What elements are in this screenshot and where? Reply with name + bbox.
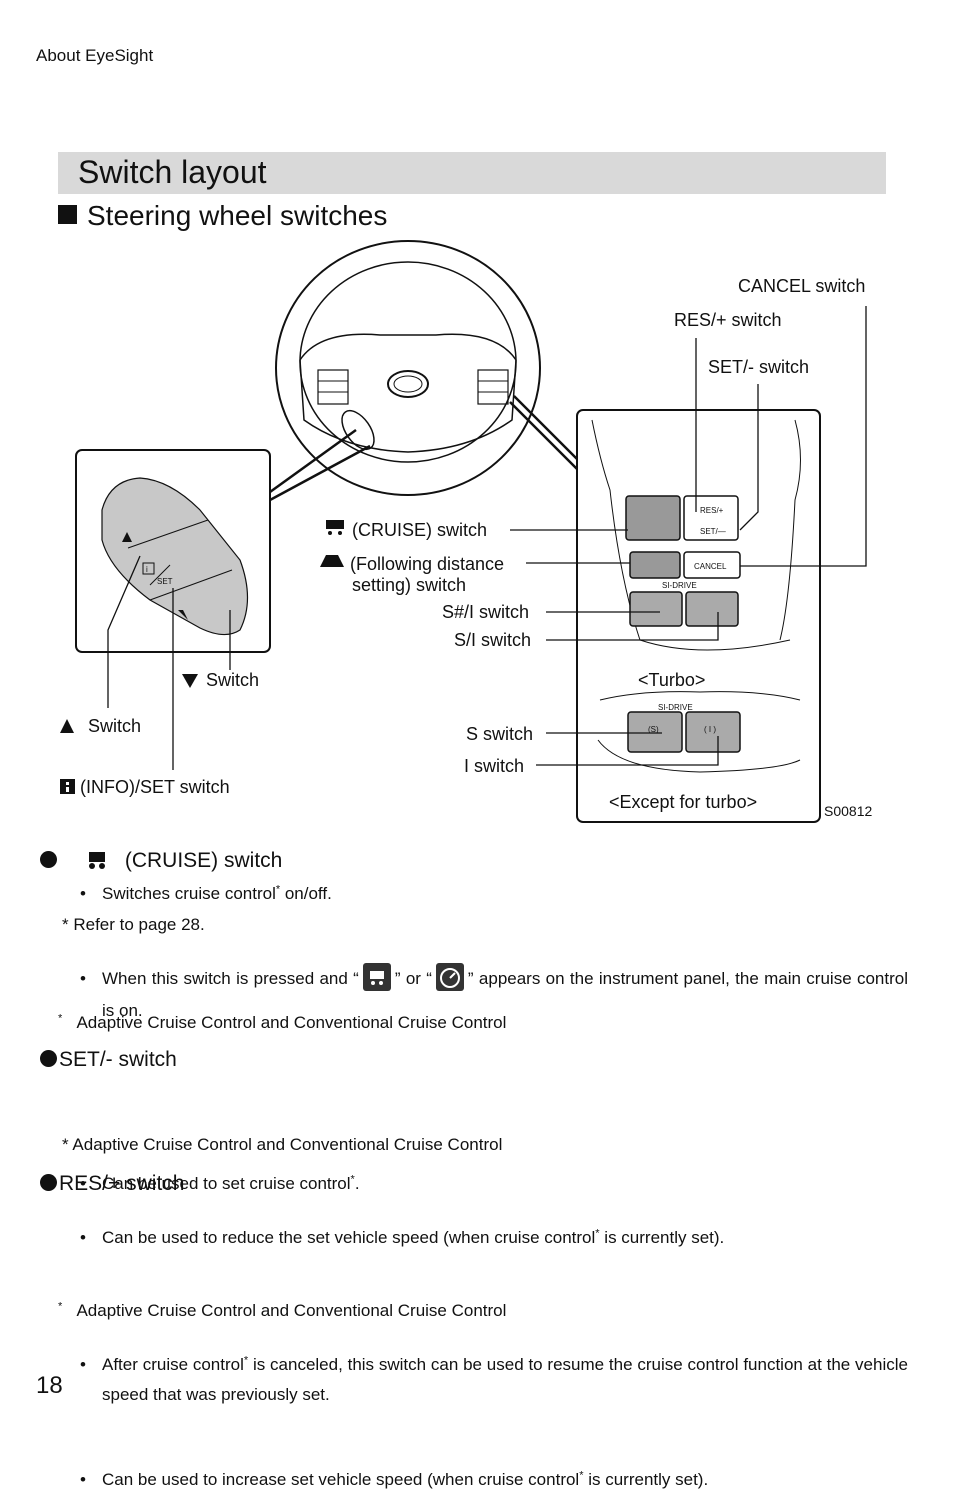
cruise-bullet-2: When this switch is pressed and “ ” or “”… bbox=[80, 963, 908, 1027]
cruise-gauge-icon bbox=[435, 963, 464, 991]
footnote-mark: * bbox=[58, 1300, 63, 1313]
res-button-label: RES/+ bbox=[700, 506, 724, 515]
set-switch-label: SET/- switch bbox=[708, 357, 809, 377]
res-heading: RES/+ switch bbox=[40, 1170, 184, 1198]
subsection-title: Steering wheel switches bbox=[58, 198, 387, 234]
set-small-label: SET bbox=[157, 577, 173, 586]
cruise-bullet-1: Switches cruise control* on/off. bbox=[80, 880, 908, 908]
footnote-mark: * bbox=[58, 1012, 63, 1025]
except-turbo-label: <Except for turbo> bbox=[609, 792, 757, 812]
s-i-switch-label: S/I switch bbox=[454, 630, 531, 650]
res-bullet-2: Can be used to increase set vehicle spee… bbox=[80, 1466, 908, 1494]
res-footnote: * Adaptive Cruise Control and Convention… bbox=[58, 1298, 506, 1324]
cancel-button-label: CANCEL bbox=[694, 562, 727, 571]
set-heading-text: SET/- switch bbox=[59, 1048, 177, 1071]
down-switch-triangle-icon bbox=[182, 674, 198, 688]
res-bullet-1: After cruise control* is canceled, this … bbox=[80, 1350, 908, 1410]
leader-lines bbox=[107, 306, 867, 770]
set-bullet-2-end: is currently set). bbox=[599, 1228, 725, 1247]
cruise-icon bbox=[326, 520, 344, 535]
svg-text:( I ): ( I ) bbox=[704, 725, 716, 734]
cruise-bullet-1-end: on/off. bbox=[280, 884, 332, 903]
set-bullet-1-text: Can be used to set cruise control bbox=[102, 1174, 351, 1193]
steering-wheel-diagram: i SET RES/+ SET/— CANCEL SI-DRIVE SI-DRI… bbox=[60, 240, 872, 823]
round-bullet-icon bbox=[40, 1174, 57, 1191]
figure-code: S00812 bbox=[824, 803, 872, 819]
res-switch-label: RES/+ switch bbox=[674, 310, 782, 330]
round-bullet-icon bbox=[40, 851, 57, 868]
res-bullet-2-end: is currently set). bbox=[583, 1470, 709, 1489]
cruise-footnote-text: Adaptive Cruise Control and Conventional… bbox=[76, 1013, 507, 1032]
following-distance-label-1: (Following distance bbox=[350, 554, 504, 574]
footnote-mark: * bbox=[275, 883, 281, 896]
up-triangle-icon bbox=[122, 532, 132, 542]
section-title: Switch layout bbox=[78, 154, 267, 190]
steering-wheel bbox=[275, 240, 541, 496]
res-bullet-1-text: After cruise control bbox=[102, 1355, 244, 1374]
res-bullet-1-end: is canceled, this switch can be used to … bbox=[102, 1355, 908, 1404]
subsection-title-text: Steering wheel switches bbox=[87, 200, 388, 231]
set-bullet-2-text: Can be used to reduce the set vehicle sp… bbox=[102, 1228, 596, 1247]
res-bullet-2-text: Can be used to increase set vehicle spee… bbox=[102, 1470, 580, 1489]
page-number: 18 bbox=[36, 1372, 63, 1399]
set-button-label: SET/— bbox=[700, 527, 726, 536]
cruise-bullet-2-a: When this switch is pressed and “ bbox=[102, 969, 359, 988]
cruise-bullet-1-text: Switches cruise control bbox=[102, 884, 276, 903]
res-footnote-text: Adaptive Cruise Control and Conventional… bbox=[76, 1301, 507, 1320]
left-inset: i SET bbox=[75, 449, 271, 653]
footnote-mark: * bbox=[243, 1354, 249, 1367]
turbo-label: <Turbo> bbox=[638, 670, 705, 690]
footnote-mark: * bbox=[350, 1173, 355, 1186]
info-icon bbox=[60, 779, 75, 794]
section-bar bbox=[58, 152, 886, 194]
footnote-mark: * bbox=[595, 1227, 600, 1240]
i-switch-label: I switch bbox=[464, 756, 524, 776]
square-bullet-icon bbox=[58, 205, 77, 224]
set-bullet-2: Can be used to reduce the set vehicle sp… bbox=[80, 1224, 908, 1252]
down-triangle-icon bbox=[178, 610, 188, 620]
following-distance-label-2: setting) switch bbox=[352, 575, 466, 595]
header-title: About EyeSight bbox=[36, 46, 154, 65]
si-drive-label-except: SI-DRIVE bbox=[658, 703, 693, 712]
round-bullet-icon bbox=[40, 1050, 57, 1067]
set-bullet-1: Can be used to set cruise control*. bbox=[80, 1170, 908, 1198]
cruise-icon bbox=[88, 852, 105, 869]
right-inset: RES/+ SET/— CANCEL SI-DRIVE SI-DRIVE (S)… bbox=[576, 409, 821, 823]
svg-text:(S): (S) bbox=[648, 725, 659, 734]
up-switch-label: Switch bbox=[88, 716, 141, 736]
refer-note: * Refer to page 28. bbox=[62, 915, 205, 934]
s-sharp-switch-label: S#/I switch bbox=[442, 602, 529, 622]
res-heading-text: RES/+ switch bbox=[59, 1172, 185, 1195]
up-switch-triangle-icon bbox=[60, 719, 74, 733]
info-set-switch-label: (INFO)/SET switch bbox=[80, 777, 230, 797]
set-heading: SET/- switch bbox=[40, 1046, 177, 1074]
following-distance-icon bbox=[320, 555, 344, 567]
cruise-heading: (CRUISE) switch bbox=[40, 846, 282, 875]
cruise-indicator-icon bbox=[362, 963, 391, 991]
svg-text:i: i bbox=[146, 565, 148, 574]
down-switch-label: Switch bbox=[206, 670, 259, 690]
cruise-switch-label: (CRUISE) switch bbox=[352, 520, 487, 540]
cruise-heading-text: (CRUISE) switch bbox=[124, 849, 283, 872]
cruise-bullet-2-c: ” appears on the instrument panel, the m… bbox=[102, 969, 909, 1020]
set-footnote: * Adaptive Cruise Control and Convention… bbox=[62, 1135, 503, 1154]
si-drive-label-turbo: SI-DRIVE bbox=[662, 581, 697, 590]
cancel-switch-label: CANCEL switch bbox=[738, 276, 865, 296]
cruise-bullet-2-b: ” or “ bbox=[394, 969, 432, 988]
s-switch-label: S switch bbox=[466, 724, 533, 744]
set-bullet-1-end: . bbox=[354, 1174, 360, 1193]
cruise-footnote: * Adaptive Cruise Control and Convention… bbox=[58, 1010, 506, 1036]
